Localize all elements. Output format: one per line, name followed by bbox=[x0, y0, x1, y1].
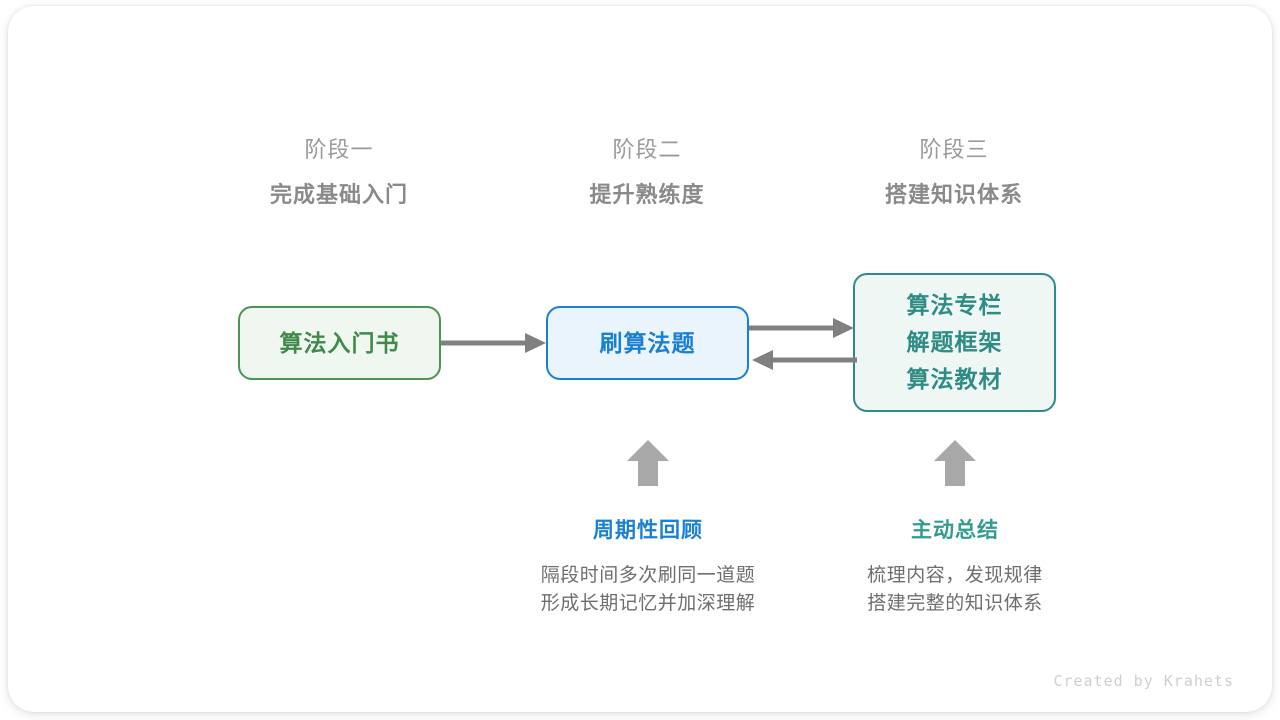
annotation-review-desc-line-2: 形成长期记忆并加深理解 bbox=[540, 593, 756, 614]
annotation-periodic-review: 周期性回顾 隔段时间多次刷同一道题 形成长期记忆并加深理解 bbox=[498, 518, 798, 618]
stage-3-title: 搭建知识体系 bbox=[884, 182, 1023, 207]
arrow-up-summary-icon bbox=[934, 440, 976, 486]
stage-header-2: 阶段二 提升熟练度 bbox=[517, 136, 777, 210]
node-practice-problems[interactable]: 刷算法题 bbox=[546, 306, 749, 380]
stage-1-subtitle: 阶段一 bbox=[304, 137, 374, 162]
annotation-review-desc-line-1: 隔段时间多次刷同一道题 bbox=[540, 565, 756, 586]
node-resources-line-3: 算法教材 bbox=[906, 366, 1003, 392]
annotation-summary-desc-line-1: 梳理内容，发现规律 bbox=[867, 565, 1043, 586]
annotation-review-title: 周期性回顾 bbox=[593, 519, 703, 542]
node-practice-label: 刷算法题 bbox=[599, 329, 696, 356]
stage-2-title: 提升熟练度 bbox=[589, 182, 705, 207]
node-learning-resources[interactable]: 算法专栏 解题框架 算法教材 bbox=[853, 273, 1056, 412]
annotation-summary-description: 梳理内容，发现规律 搭建完整的知识体系 bbox=[805, 562, 1105, 618]
stage-3-subtitle: 阶段三 bbox=[919, 137, 989, 162]
stage-1-title: 完成基础入门 bbox=[269, 182, 408, 207]
annotation-summary-desc-line-2: 搭建完整的知识体系 bbox=[867, 593, 1043, 614]
stage-header-1: 阶段一 完成基础入门 bbox=[209, 136, 469, 210]
arrow-up-review-icon bbox=[627, 440, 669, 486]
stage-2-subtitle: 阶段二 bbox=[612, 137, 682, 162]
connector-resources-to-practice bbox=[752, 350, 857, 370]
stage-header-3: 阶段三 搭建知识体系 bbox=[824, 136, 1084, 210]
diagram-canvas: 阶段一 完成基础入门 阶段二 提升熟练度 阶段三 搭建知识体系 算法入门书 刷算… bbox=[8, 6, 1272, 712]
annotation-active-summary: 主动总结 梳理内容，发现规律 搭建完整的知识体系 bbox=[805, 518, 1105, 618]
annotation-review-description: 隔段时间多次刷同一道题 形成长期记忆并加深理解 bbox=[498, 562, 798, 618]
node-book-label: 算法入门书 bbox=[279, 329, 400, 356]
node-resources-line-1: 算法专栏 bbox=[906, 292, 1003, 318]
connector-practice-to-resources bbox=[749, 318, 854, 338]
node-algorithm-intro-book[interactable]: 算法入门书 bbox=[238, 306, 441, 380]
credit-text: Created by Krahets bbox=[1053, 672, 1234, 690]
node-resources-line-2: 解题框架 bbox=[906, 329, 1003, 355]
connector-book-to-practice bbox=[441, 333, 546, 353]
annotation-summary-title: 主动总结 bbox=[911, 519, 999, 542]
